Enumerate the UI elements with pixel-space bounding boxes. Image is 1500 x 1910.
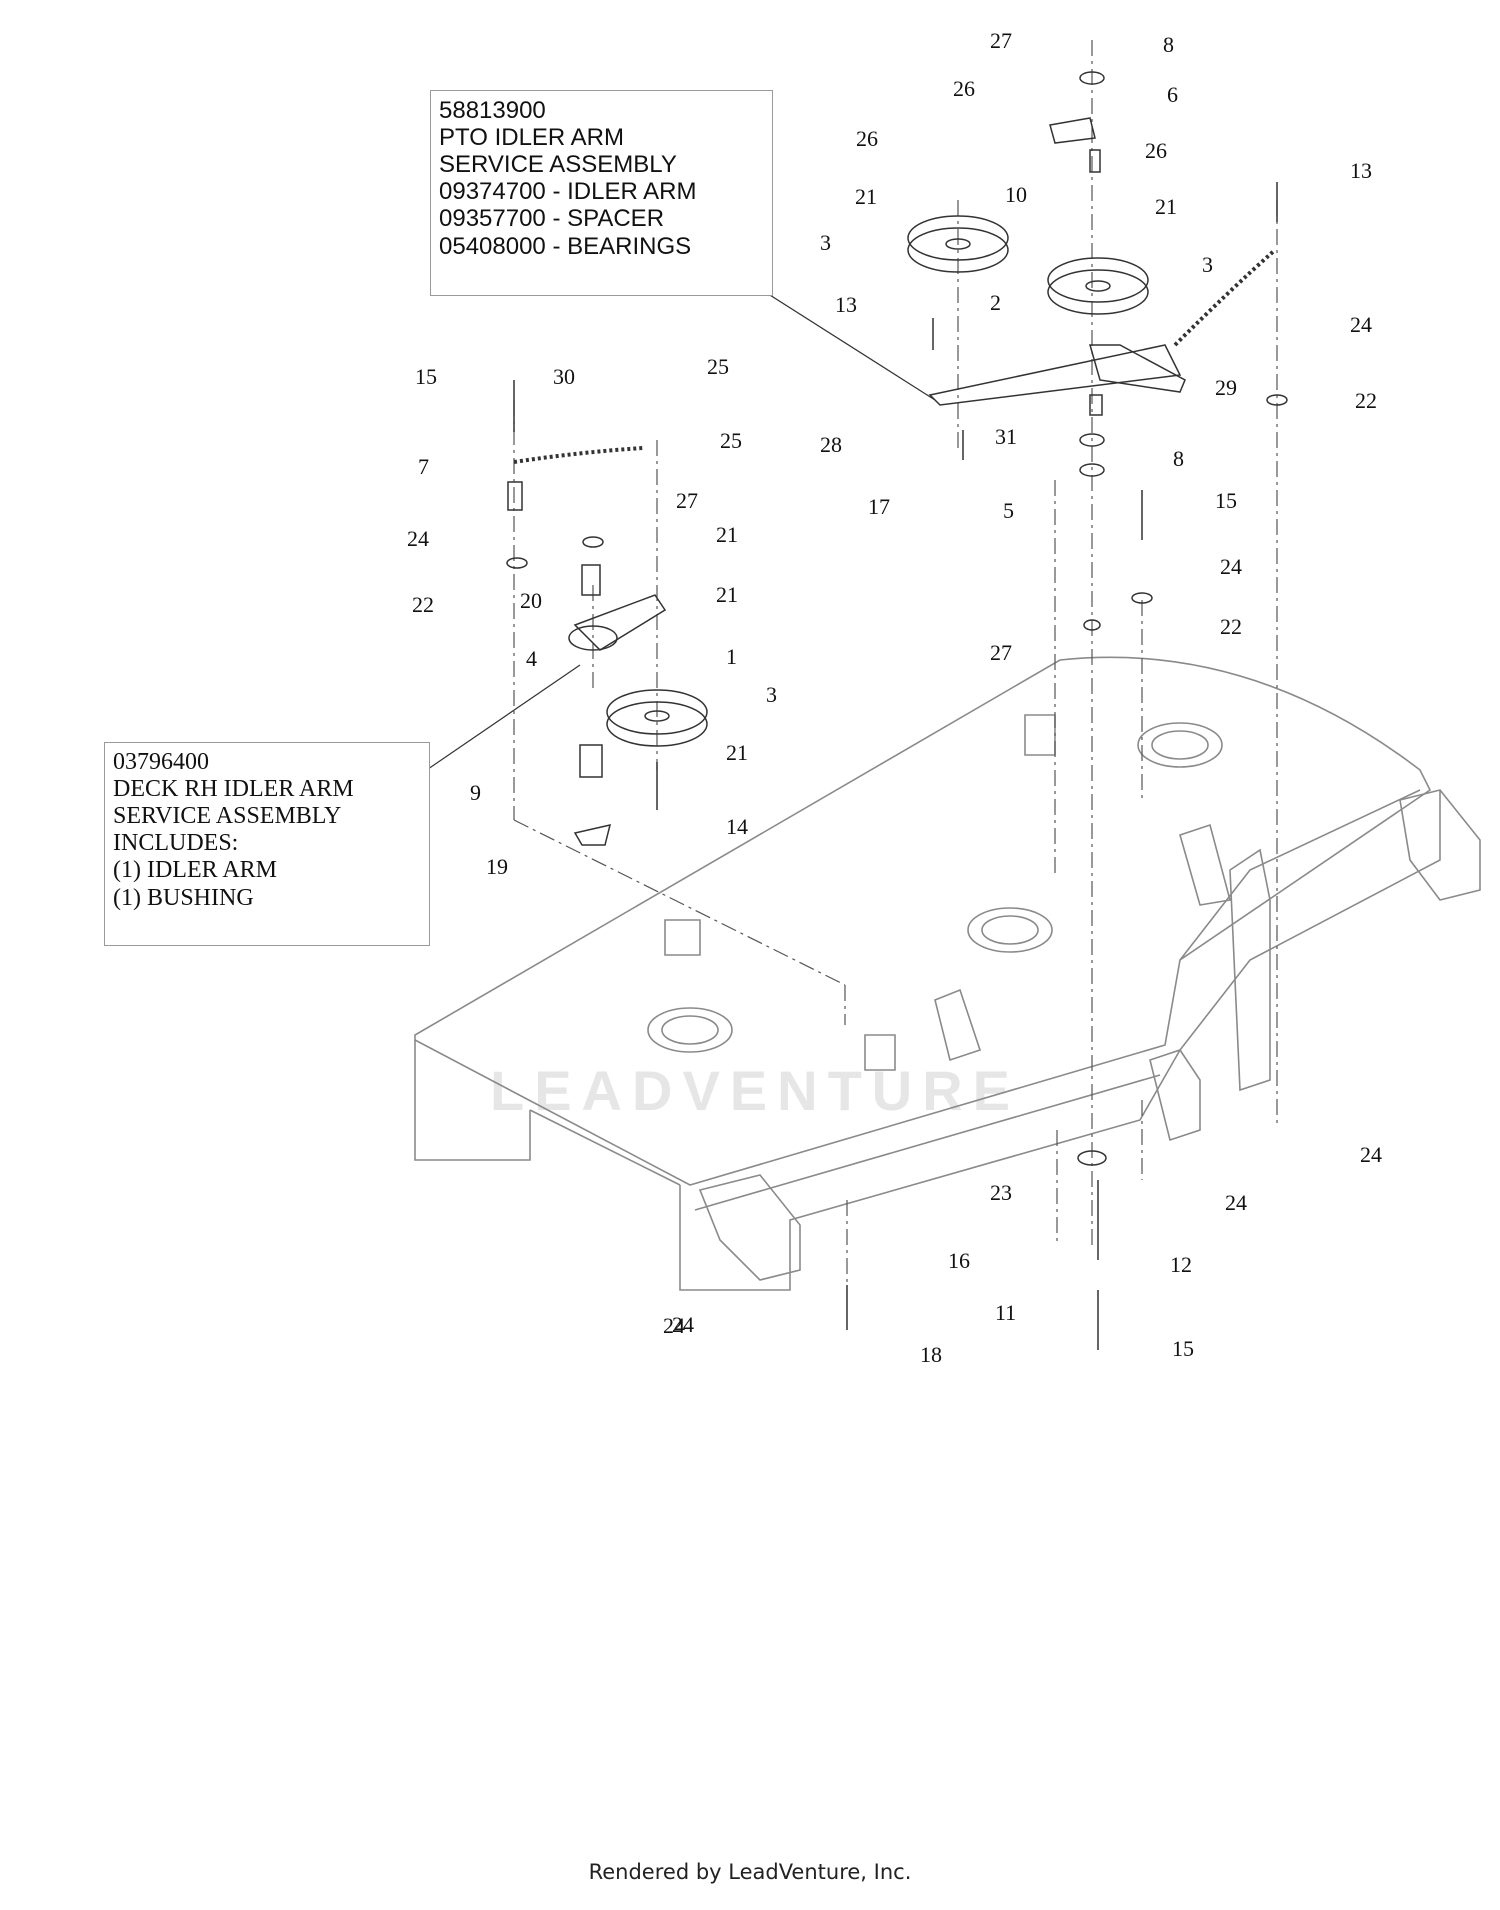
- hardware-parts: [506, 71, 1288, 1350]
- part-label: 26: [856, 126, 878, 151]
- part-label: 21: [716, 582, 738, 607]
- callout-line: 05408000 - BEARINGS: [439, 232, 692, 260]
- callout-line: 03796400: [113, 749, 209, 775]
- footer-credit: Rendered by LeadVenture, Inc.: [588, 1860, 912, 1884]
- pulley-upper-left: [907, 215, 1009, 273]
- callout-line: SERVICE ASSEMBLY: [113, 803, 342, 830]
- rh-idler-arm-callout: 03796400 DECK RH IDLER ARM SERVICE ASSEM…: [104, 742, 430, 946]
- part-label: 26: [953, 76, 975, 101]
- alignment-lines: [513, 40, 1278, 1285]
- callout-line: DECK RH IDLER ARM: [113, 776, 354, 803]
- callout-line: INCLUDES:: [113, 830, 239, 857]
- part-label: 21: [855, 184, 877, 209]
- part-label: 20: [520, 588, 542, 613]
- part-label: 19: [486, 854, 508, 879]
- part-label: 14: [726, 814, 748, 839]
- part-label: 25: [720, 428, 742, 453]
- part-labels: 27 8 26 6 26 10 26 21 21 3 3 13 13 2 24 …: [407, 28, 1382, 1367]
- callout-line: 09374700 - IDLER ARM: [439, 178, 697, 206]
- part-label: 31: [995, 424, 1017, 449]
- spring-29: [1173, 248, 1277, 347]
- part-label: 25: [707, 354, 729, 379]
- part-label: 13: [835, 292, 857, 317]
- callout-line: (1) IDLER ARM: [113, 857, 277, 884]
- part-label: 24: [1350, 312, 1372, 337]
- part-label: 26: [1145, 138, 1167, 163]
- part-label: 24: [1360, 1142, 1382, 1167]
- part-label: 8: [1173, 446, 1184, 471]
- callout-line: SERVICE ASSEMBLY: [439, 151, 677, 179]
- callout-line: PTO IDLER ARM: [439, 124, 624, 152]
- part-label: 24: [1225, 1190, 1247, 1215]
- part-label: 3: [766, 682, 777, 707]
- part-label: 12: [1170, 1252, 1192, 1277]
- part-label: 22: [1355, 388, 1377, 413]
- part-label: 15: [415, 364, 437, 389]
- callout-line: 09357700 - SPACER: [439, 205, 665, 233]
- part-label: 6: [1167, 82, 1178, 107]
- part-label: 3: [820, 230, 831, 255]
- part-label: 30: [553, 364, 575, 389]
- part-label: 13: [1350, 158, 1372, 183]
- part-label: 11: [995, 1300, 1016, 1325]
- part-label: 24: [663, 1313, 685, 1338]
- part-label: 21: [726, 740, 748, 765]
- mower-deck: [414, 656, 1481, 1291]
- part-label: 2: [990, 290, 1001, 315]
- part-label: 21: [1155, 194, 1177, 219]
- rh-idler-arm: [573, 594, 667, 651]
- pulley-lower: [606, 689, 708, 747]
- part-label: 27: [990, 640, 1012, 665]
- pulley-upper-right: [1047, 257, 1149, 315]
- pto-idler-arm-callout: 58813900 PTO IDLER ARM SERVICE ASSEMBLY …: [430, 90, 773, 296]
- part-label: 1: [726, 644, 737, 669]
- part-label: 7: [418, 454, 429, 479]
- part-label: 16: [948, 1248, 970, 1273]
- part-label: 8: [1163, 32, 1174, 57]
- part-label: 3: [1202, 252, 1213, 277]
- part-label: 24: [672, 1312, 694, 1337]
- part-label: 24: [1220, 554, 1242, 579]
- part-label: 23: [990, 1180, 1012, 1205]
- part-label: 29: [1215, 375, 1237, 400]
- part-label: 27: [990, 28, 1012, 53]
- part-label: 22: [412, 592, 434, 617]
- callout-line: (1) BUSHING: [113, 884, 254, 911]
- callout-line: 58813900: [439, 97, 546, 124]
- part-label: 15: [1215, 488, 1237, 513]
- leader-lines: [411, 289, 936, 781]
- spring-30: [513, 446, 644, 464]
- part-label: 22: [1220, 614, 1242, 639]
- pto-idler-arm: [928, 344, 1182, 406]
- part-label: 21: [716, 522, 738, 547]
- watermark: LEADVENTURE: [490, 1059, 1021, 1122]
- part-label: 17: [868, 494, 890, 519]
- part-label: 18: [920, 1342, 942, 1367]
- part-label: 28: [820, 432, 842, 457]
- part-label: 15: [1172, 1336, 1194, 1361]
- part-label: 24: [407, 526, 429, 551]
- part-label: 4: [526, 646, 537, 671]
- part-label: 10: [1005, 182, 1027, 207]
- part-label: 9: [470, 780, 481, 805]
- part-label: 5: [1003, 498, 1014, 523]
- part-label: 27: [676, 488, 698, 513]
